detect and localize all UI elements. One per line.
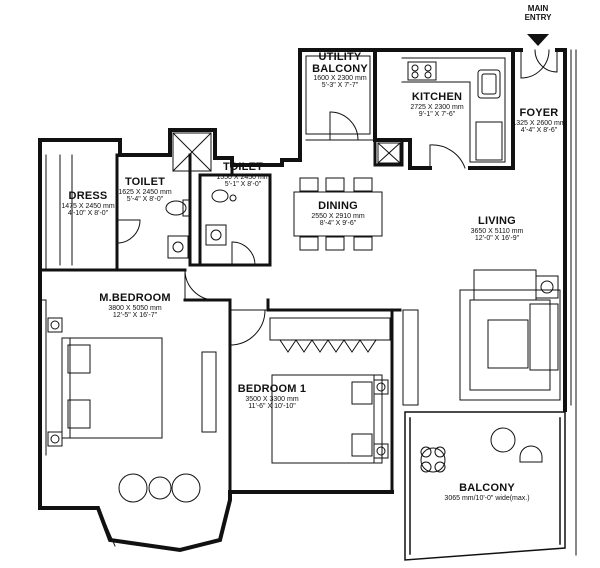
entry-line2: ENTRY <box>524 13 552 23</box>
room-balcony: BALCONY 3065 mm/10'-0" wide(max.) <box>444 482 530 502</box>
room-name-2: BALCONY <box>312 62 368 75</box>
window-lines <box>39 49 577 556</box>
room-name: FOYER <box>519 107 559 119</box>
room-dim-ft: 4'-10" X 8'-0" <box>67 209 109 217</box>
room-master-bedroom: M.BEDROOM 3800 X 5050 mm 12'-5" X 16'-7" <box>99 292 171 319</box>
room-kitchen: KITCHEN 2725 X 2300 mm 9'-1" X 7'-6" <box>410 91 464 118</box>
outer-walls <box>38 48 567 553</box>
room-dining: DINING 2550 X 2910 mm 8'-4" X 9'-6" <box>311 200 365 227</box>
room-dim-mm: 1550 X 2450 mm <box>216 173 270 181</box>
living-sofa-set <box>402 269 561 406</box>
room-dim-ft: 5'-4" X 8'-0" <box>126 195 164 203</box>
room-toilet-2: TOILET 1550 X 2450 mm 5'-1" X 8'-0" <box>216 161 270 188</box>
tv-unit <box>402 309 419 406</box>
toilet-fixtures <box>165 189 237 259</box>
room-dim-mm: 2725 X 2300 mm <box>410 103 464 111</box>
room-name: TOILET <box>124 176 166 188</box>
room-dim-mm: 1325 X 2600 mm <box>512 119 566 127</box>
wardrobe <box>201 351 217 433</box>
room-dress: DRESS 1475 X 2450 mm 4'-10" X 8'-0" <box>61 190 115 217</box>
room-name: LIVING <box>478 215 516 227</box>
room-dim-ft: 11'-6" X 10'-10" <box>248 402 296 410</box>
room-dim-ft: 12'-5" X 16'-7" <box>112 311 158 319</box>
entry-line1: MAIN <box>527 4 549 13</box>
room-name: KITCHEN <box>411 91 463 103</box>
room-name: DINING <box>318 200 358 212</box>
room-dim-ft: 5'-3" X 7'-7" <box>321 82 359 90</box>
room-dim: 3065 mm/10'-0" wide(max.) <box>444 494 530 502</box>
room-name: UTILITY <box>318 51 362 63</box>
room-utility-balcony: UTILITY BALCONY 1600 X 2300 mm 5'-3" X 7… <box>312 51 368 90</box>
dining-table <box>293 177 383 251</box>
room-foyer: FOYER 1325 X 2600 mm 4'-4" X 8'-6" <box>512 107 566 134</box>
room-dim-ft: 12'-0" X 16'-9" <box>474 234 520 242</box>
master-bed <box>47 317 217 503</box>
balcony-outline <box>404 411 566 561</box>
main-entry-label: MAIN ENTRY <box>525 4 552 22</box>
room-dim-mm: 3650 X 5110 mm <box>470 227 524 235</box>
room-dim-ft: 5'-1" X 8'-0" <box>224 180 262 188</box>
kitchen-counter <box>401 57 506 163</box>
room-dim-ft: 4'-4" X 8'-6" <box>520 126 558 134</box>
door-swings <box>59 49 558 346</box>
room-bedroom-1: BEDROOM 1 3500 X 3300 mm 11'-6" X 10'-10… <box>237 383 307 410</box>
room-dim-mm: 2550 X 2910 mm <box>311 212 365 220</box>
room-name: M.BEDROOM <box>99 292 171 304</box>
bedroom1-bed <box>269 317 391 464</box>
room-name: BALCONY <box>459 482 515 494</box>
room-living: LIVING 3650 X 5110 mm 12'-0" X 16'-9" <box>470 215 524 242</box>
room-dim-mm: 1600 X 2300 mm <box>313 75 367 83</box>
room-dim-mm: 1625 X 2450 mm <box>118 188 172 196</box>
room-dim-mm: 3800 X 5050 mm <box>108 304 162 312</box>
utility-rail <box>305 55 371 135</box>
room-name: DRESS <box>68 190 108 202</box>
shaft-icon <box>172 132 401 172</box>
room-dim-mm: 3500 X 3300 mm <box>245 395 299 403</box>
room-name: BEDROOM 1 <box>237 383 307 395</box>
room-dim-ft: 9'-1" X 7'-6" <box>418 110 456 118</box>
balcony-furniture <box>420 427 543 473</box>
room-name: TOILET <box>222 161 264 173</box>
room-dim-mm: 1475 X 2450 mm <box>61 202 115 210</box>
room-dim-ft: 8'-4" X 9'-6" <box>319 219 357 227</box>
room-toilet-1: TOILET 1625 X 2450 mm 5'-4" X 8'-0" <box>118 176 172 203</box>
entry-arrow-icon <box>527 34 549 46</box>
